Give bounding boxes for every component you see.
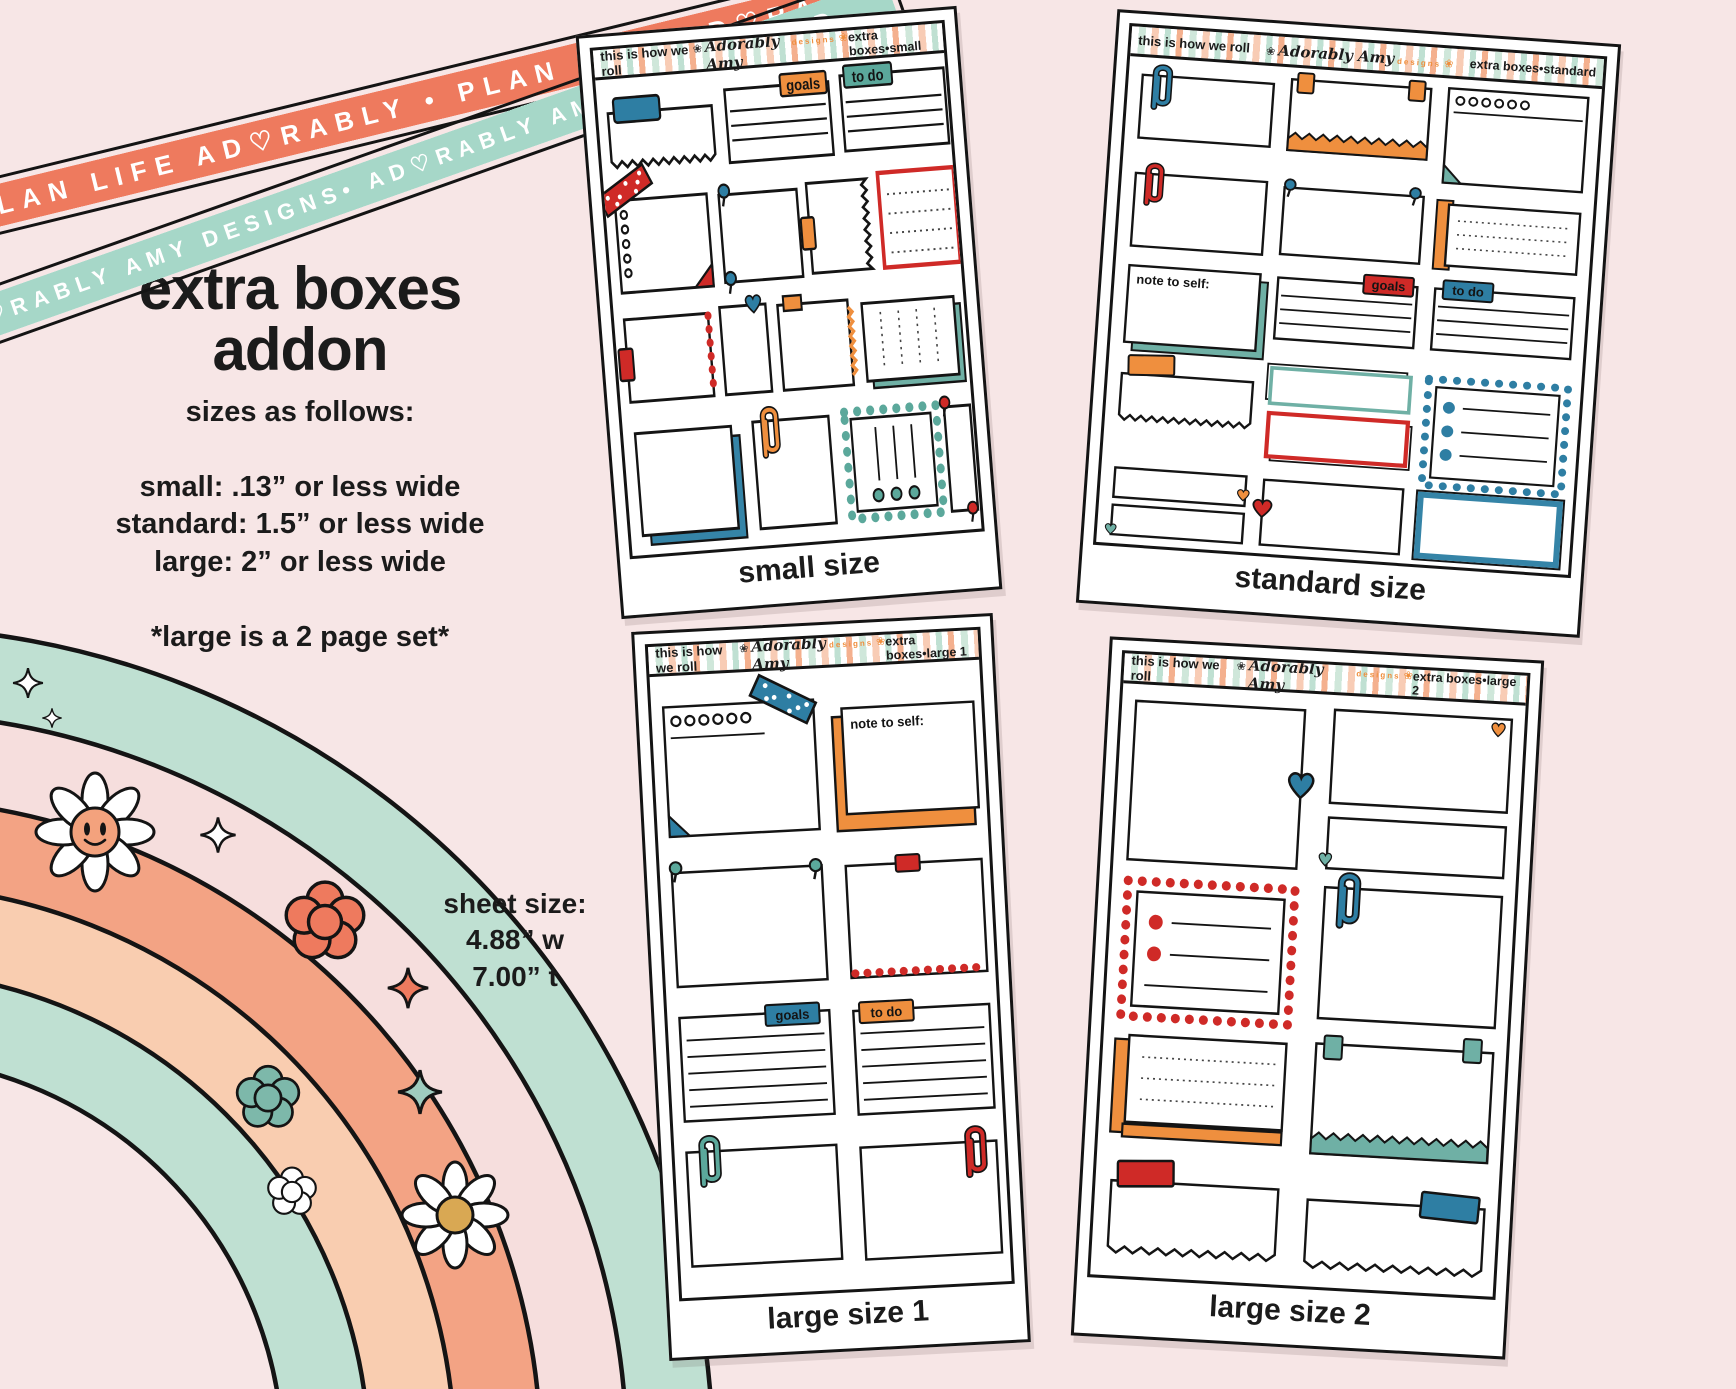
todo-tab-label: to do [851,67,884,87]
sheet-standard-doodles: note to self: goals to do [1104,56,1590,571]
intro-block: extra boxes addon sizes as follows: smal… [35,258,565,654]
sticker-sheet-standard: this is how we roll ❀ Adorably Amy desig… [1075,9,1622,638]
header-tagline: this is how we roll [654,641,723,676]
page-set-note: *large is a 2 page set* [150,620,450,653]
sheet-size-width: 4.88” w [465,924,565,956]
size-large: large: 2” or less wide [154,545,446,578]
doodle-boxes-standard: note to self: goals to do [1104,62,1590,571]
smiley-daisy [34,771,156,893]
sticker-sheet-small: this is how we roll ❀ Adorably Amy desig… [575,5,1003,620]
white-daisy [400,1160,510,1270]
pushpin-icon [966,500,981,524]
header-tagline: this is how we roll [1130,652,1221,684]
todo-tab-label: to do [1452,283,1485,300]
page-title: extra boxes addon [35,258,565,384]
sticker-sheet-large1: this is how we roll ❀ Adorably Amy desig… [631,613,1031,1361]
sticker-sheet-large2: this is how we roll ❀ Adorably Amy desig… [1070,636,1545,1360]
size-list: small: .13” or less wide standard: 1.5” … [35,469,565,580]
sheet-large2-doodles [1106,699,1514,1279]
header-variant: extra boxes•large 1 [884,632,968,663]
sheet-large2-inner: this is how we roll ❀ Adorably Amy desig… [1087,650,1531,1300]
brand-name: Adorably Amy [750,633,827,674]
goals-tab-label: goals [1371,277,1406,294]
brand-name: Adorably Amy [1277,40,1395,68]
sizes-subtitle: sizes as follows: [185,396,415,429]
brand-logo: ❀ Adorably Amy designs ❀ [1266,40,1455,71]
sheet-small-doodles: goals to do [596,61,981,547]
goals-tab-label: goals [775,1006,810,1023]
rainbow-graphic [0,633,713,1389]
size-small: small: .13” or less wide [139,471,461,504]
header-variant: extra boxes•large 2 [1411,668,1517,698]
header-tagline: this is how we roll [1137,32,1251,56]
flower-icon: ❀ [738,642,749,655]
brand-sub: designs [791,34,837,47]
doodle-boxes-small: goals to do [596,61,981,547]
sheet-small-inner: this is how we roll ❀ Adorably Amy desig… [589,19,985,560]
header-variant: extra boxes•small [847,27,922,58]
brand-sub: designs [828,637,874,650]
sheet-large1-inner: this is how we roll ❀ Adorably Amy desig… [644,626,1015,1302]
flower-icon: ❀ [1236,660,1247,673]
doodle-boxes-large2 [1106,699,1514,1279]
doodle-boxes-large1: note to self: goals to d [661,673,1004,1268]
title-line-2: addon [212,316,389,384]
sheet-standard-inner: this is how we roll ❀ Adorably Amy desig… [1092,22,1608,579]
sheet-size-label: sheet size: [443,888,587,919]
goals-tab-label: goals [786,75,821,95]
note-to-self-label: note to self: [1136,271,1210,291]
flower-icon: ❀ [1443,57,1454,71]
brand-sub: designs [1356,668,1401,681]
sheet-size-height: 7.00” t [472,960,558,992]
header-variant: extra boxes•standard [1469,56,1597,80]
brand-sub: designs [1396,56,1442,69]
note-to-self-label: note to self: [850,713,924,732]
todo-tab-label: to do [870,1004,903,1021]
size-standard: standard: 1.5” or less wide [115,508,485,541]
rainbow-bands [0,633,713,1389]
flower-icon: ❀ [692,42,703,56]
pushpin-icon [723,270,739,296]
flower-icon: ❀ [1265,45,1276,58]
sheet-size-block: sheet size: 4.88” w 7.00” t [395,886,635,995]
sheet-large1-doodles: note to self: goals to d [661,673,1004,1268]
